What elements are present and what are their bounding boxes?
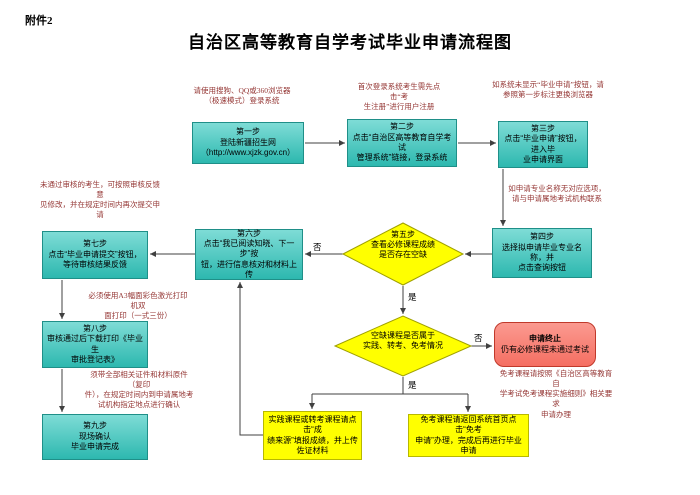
step9-desc: 现场确认 毕业申请完成 [71, 431, 119, 452]
step2-desc: 点击“自治区高等教育自学考试 管理系统”链接，登录系统 [352, 132, 452, 163]
step2-box: 第二步 点击“自治区高等教育自学考试 管理系统”链接，登录系统 [347, 119, 457, 167]
step4-title: 第四步 [530, 232, 554, 242]
label-yes-gap: 是 [408, 292, 417, 302]
label-no-type: 否 [474, 333, 483, 343]
label-yes-type: 是 [408, 380, 417, 390]
step1-box: 第一步 登陆新疆招生网 （http://www.xjzk.gov.cn） [192, 122, 304, 164]
note-register: 首次登录系统考生需先点击“考 生注册”进行用户注册 [357, 82, 441, 112]
step9-title: 第九步 [83, 421, 107, 431]
step5-desc: 查看必修课程成绩 是否存在空缺 [371, 240, 435, 259]
step6-box: 第六步 点击“我已阅读知晓、下一步”按 钮，进行信息核对和材料上传 [195, 229, 303, 280]
step5-decision-text: 第五步 查看必修课程成绩 是否存在空缺 [345, 230, 461, 260]
page-title: 自治区高等教育自学考试毕业申请流程图 [188, 33, 512, 52]
label-no-gap: 否 [313, 242, 322, 252]
step8-desc: 审核通过后下载打印《毕业生 审批登记表》 [47, 334, 143, 364]
terminate-box: 申请终止 仍有必修课程未通过考试 [494, 322, 596, 367]
step5-title: 第五步 [391, 230, 415, 239]
step8-title: 第八步 [83, 323, 107, 333]
step4-box: 第四步 选择拟申请毕业专业名称，并 点击查询按钮 [492, 228, 592, 278]
terminate-title: 申请终止 [529, 334, 561, 344]
step2-title: 第二步 [390, 122, 414, 132]
step9-box: 第九步 现场确认 毕业申请完成 [42, 414, 148, 460]
note-no-major: 如申请专业名称无对应选项， 请与申请属地考试机构联系 [508, 184, 606, 204]
note-no-button: 如系统未显示“毕业申请”按钮，请 参照第一步标注更换浏览器 [492, 80, 604, 100]
note-confirm: 须带全部相关证件和材料原件（复印 件），在规定时间内到申请属地考 试机构指定地点… [84, 370, 194, 410]
note-browser: 请使用搜狗、QQ或360浏览器 （极速模式）登录系统 [193, 86, 291, 106]
note-rejected: 未通过审核的考生，可按照审核反馈意 见修改，并在规定时间内再次提交申请 [40, 180, 160, 220]
step3-title: 第三步 [531, 123, 555, 133]
step7-desc: 点击“毕业申请提交”按钮， 等待审核结果反馈 [48, 249, 142, 270]
step7-box: 第七步 点击“毕业申请提交”按钮， 等待审核结果反馈 [42, 231, 148, 279]
step3-desc: 点击“毕业申请”按钮，进入毕 业申请界面 [504, 134, 582, 164]
attachment-label: 附件2 [25, 15, 53, 27]
step7-title: 第七步 [83, 239, 107, 249]
exempt-action-box: 免考课程请返回系统首页点击“免考 申请”办理，完成后再进行毕业申请 [408, 414, 529, 457]
note-print: 必须使用A3幅面彩色激光打印机双 面打印（一式三份） [88, 291, 188, 321]
terminate-desc: 仍有必修课程未通过考试 [501, 344, 589, 354]
step4-desc: 选择拟申请毕业专业名称，并 点击查询按钮 [502, 242, 582, 273]
gap-type-decision-text: 空缺课程是否属于 实践、转考、免考情况 [363, 331, 443, 350]
step1-title: 第一步 [236, 127, 260, 137]
step8-box: 第八步 审核通过后下载打印《毕业生 审批登记表》 [42, 321, 148, 368]
step1-desc: 登陆新疆招生网 （http://www.xjzk.gov.cn） [200, 137, 296, 158]
step6-title: 第六步 [237, 228, 261, 238]
note-exempt-rule: 免考课程请按照《自治区高等教育自 学考试免考课程实施细则》相关要求 申请办理 [499, 369, 613, 419]
step6-desc: 点击“我已阅读知晓、下一步”按 钮，进行信息核对和材料上传 [201, 238, 297, 280]
step3-box: 第三步 点击“毕业申请”按钮，进入毕 业申请界面 [498, 121, 588, 168]
practice-action-box: 实践课程或转考课程请点击“成 绩来源”填报成绩，并上传佐证材料 [263, 411, 362, 460]
